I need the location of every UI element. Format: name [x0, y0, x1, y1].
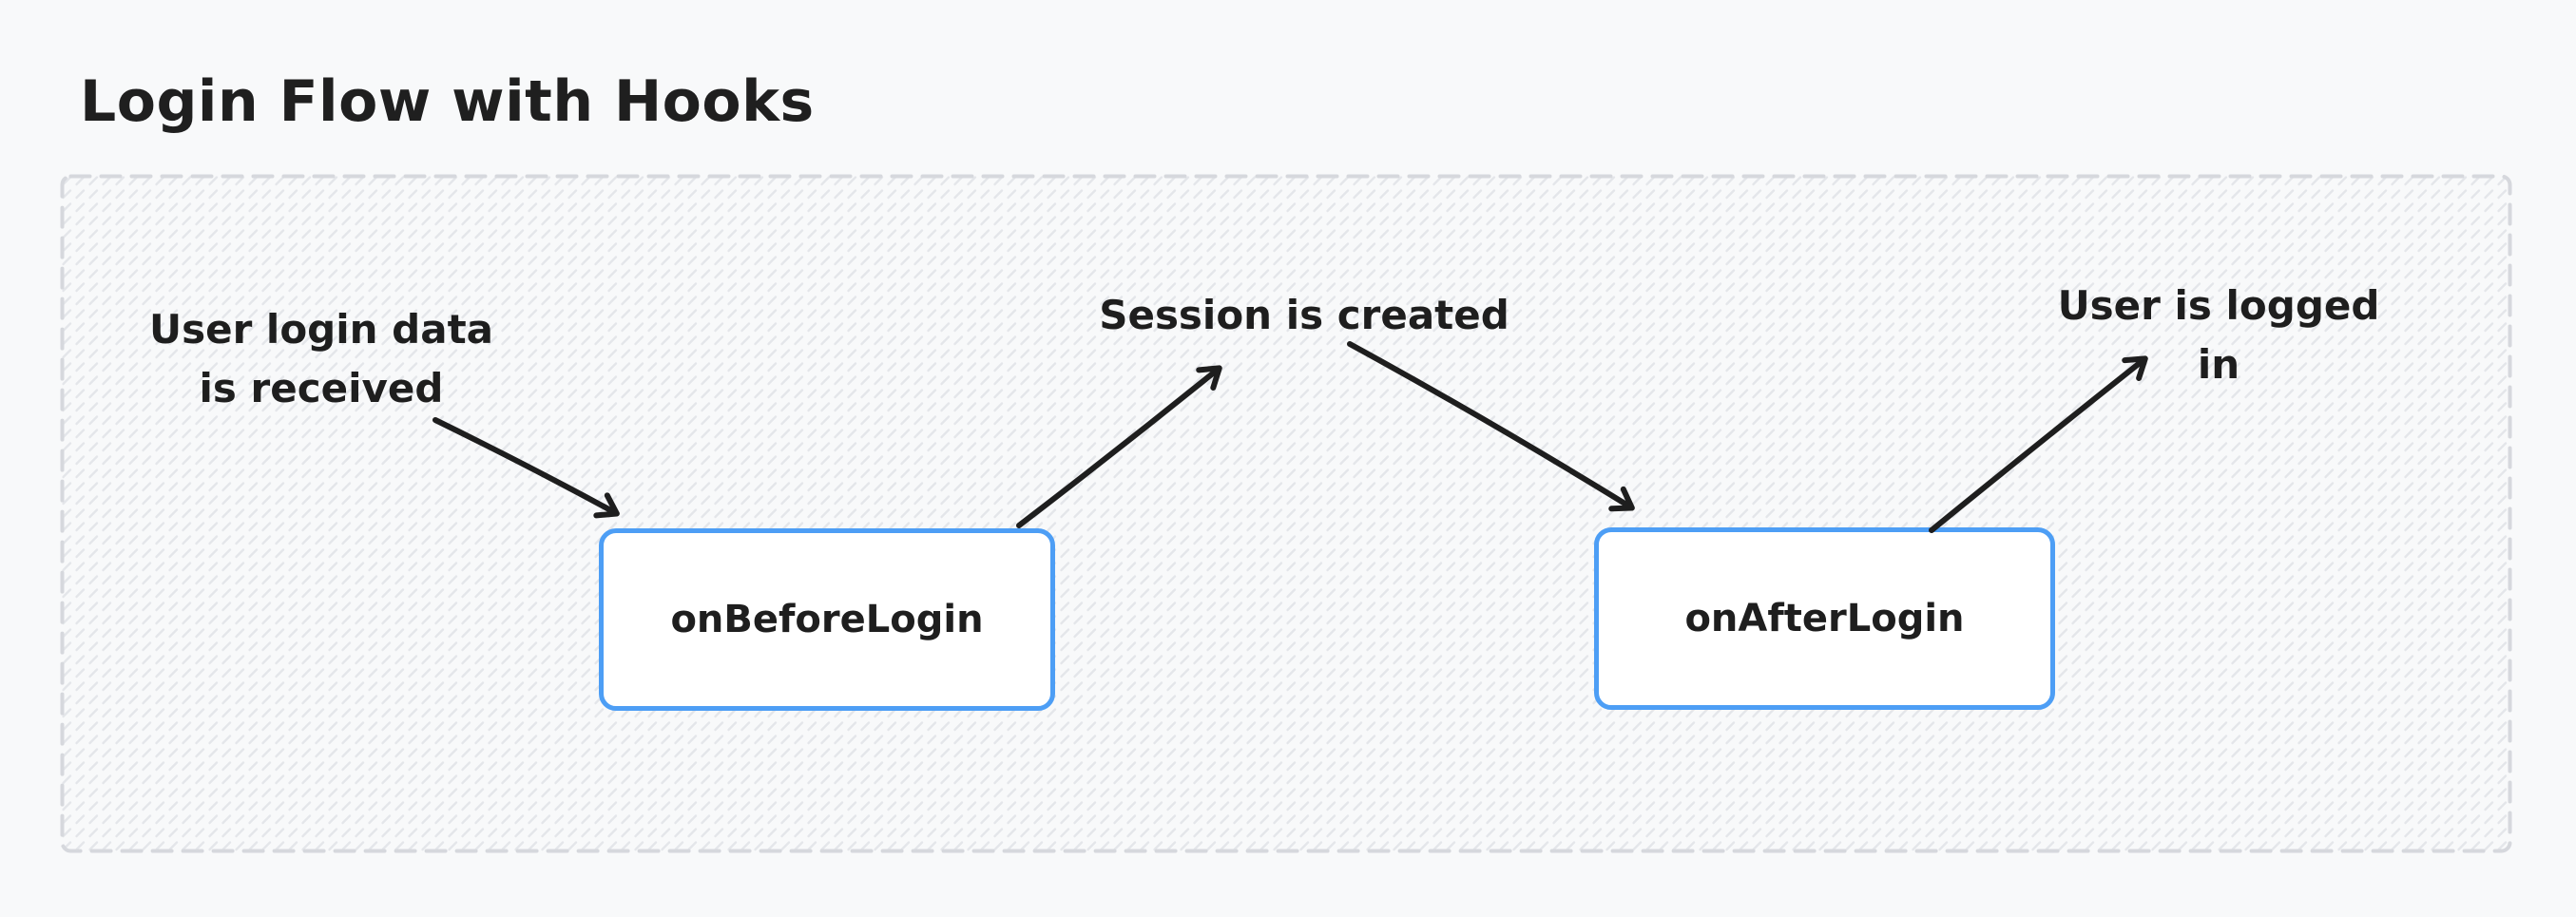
node-onbeforelogin-label: onBeforeLogin	[670, 598, 984, 641]
annotation-user-logged-in: User is logged in	[2057, 282, 2380, 388]
arrow-login-data-to-onbeforelogin	[433, 417, 620, 519]
annotation-login-data-received: User login data is received	[149, 306, 493, 411]
arrow-session-created-to-onafterlogin	[1347, 341, 1635, 512]
node-onafterlogin-label: onAfterLogin	[1684, 597, 1965, 640]
arrow-onbeforelogin-to-session-created	[1016, 365, 1222, 528]
page-title: Login Flow with Hooks	[80, 68, 815, 135]
node-onbeforelogin: onBeforeLogin	[599, 528, 1055, 711]
node-onafterlogin: onAfterLogin	[1594, 527, 2055, 710]
annotation-session-created: Session is created	[1099, 292, 1509, 338]
